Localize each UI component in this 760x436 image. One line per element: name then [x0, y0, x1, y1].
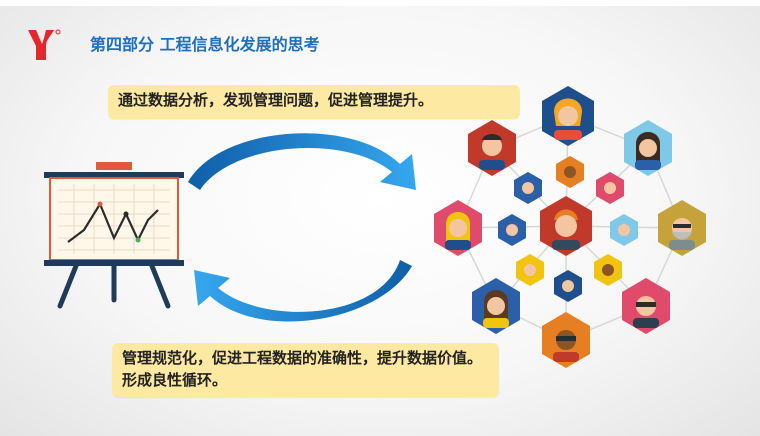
avatar	[622, 278, 670, 334]
arrow-top	[188, 133, 416, 190]
avatar	[596, 172, 624, 204]
avatar	[472, 278, 520, 334]
arrow-bottom	[194, 260, 412, 322]
avatar	[540, 196, 592, 256]
avatar	[556, 156, 584, 188]
slide-title: 第四部分 工程信息化发展的思考	[90, 35, 320, 54]
avatar	[468, 120, 516, 176]
avatar	[542, 312, 590, 368]
avatar	[624, 120, 672, 176]
brand-logo-icon	[28, 29, 61, 60]
avatar	[514, 172, 542, 204]
avatar	[516, 254, 544, 286]
avatar	[434, 200, 482, 256]
avatar	[542, 86, 594, 146]
avatar	[498, 214, 526, 246]
people-network-icon	[434, 86, 706, 368]
callout-analysis: 通过数据分析，发现管理问题，促进管理提升。	[108, 85, 520, 119]
avatar	[610, 214, 638, 246]
presentation-easel-icon	[44, 162, 184, 309]
avatar	[658, 200, 706, 256]
top-bar	[0, 0, 760, 6]
callout-standardization: 管理规范化，促进工程数据的准确性，提升数据价值。形成良性循环。	[112, 343, 499, 397]
circular-arrows-icon	[188, 133, 416, 322]
avatar	[554, 270, 582, 302]
avatar	[594, 254, 622, 286]
